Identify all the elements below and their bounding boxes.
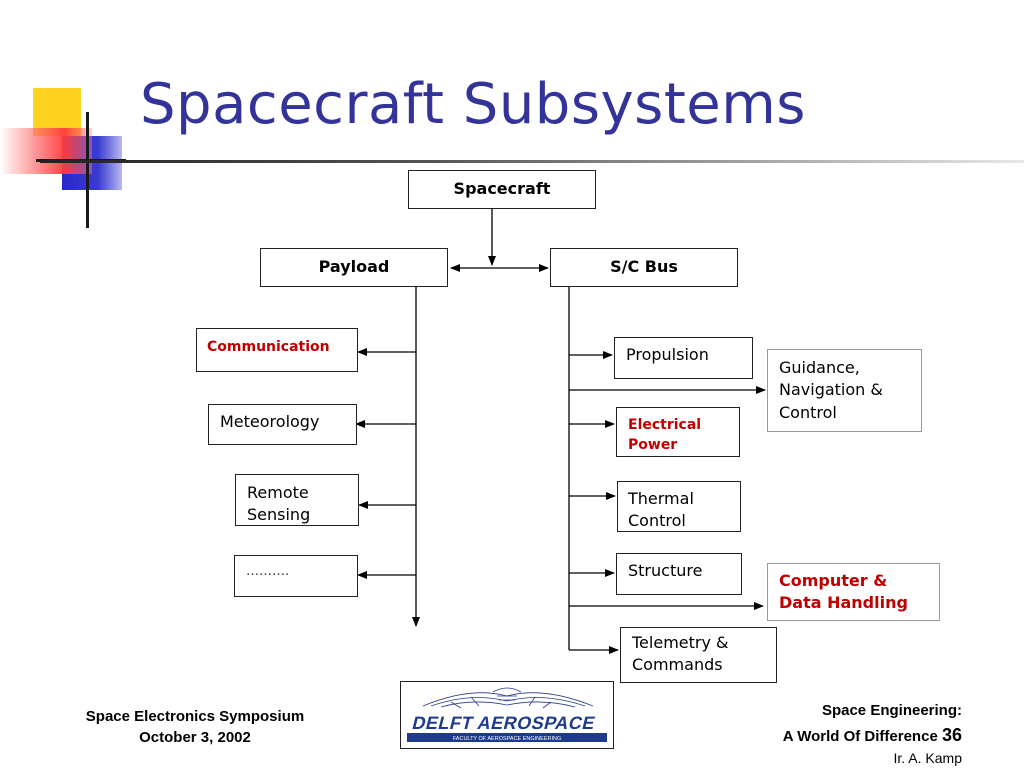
- computer-data-handling-node: Computer & Data Handling: [767, 563, 940, 621]
- title-rule: [40, 160, 1024, 163]
- sc-bus-node: S/C Bus: [550, 248, 738, 287]
- structure-node: Structure: [616, 553, 742, 595]
- footer-right: Space Engineering: A World Of Difference…: [783, 700, 962, 768]
- logo-subtext: FACULTY OF AEROSPACE ENGINEERING: [453, 736, 562, 742]
- structure-label: Structure: [628, 561, 703, 580]
- telemetry-commands-node: Telemetry & Commands: [620, 627, 777, 683]
- gnc-label: Guidance, Navigation & Control: [779, 358, 883, 422]
- remote-sensing-label: Remote Sensing: [247, 483, 311, 525]
- electrical-power-label: Electrical Power: [628, 417, 702, 453]
- meteorology-node: Meteorology: [208, 404, 357, 445]
- propulsion-label: Propulsion: [626, 345, 709, 364]
- tagline2: A World Of Difference: [782, 727, 938, 745]
- page-number: 36: [941, 724, 962, 745]
- payload-node: Payload: [260, 248, 448, 287]
- decorative-squares: [0, 80, 140, 230]
- vertical-line: [86, 112, 89, 228]
- tagline1: Space Engineering:: [821, 702, 962, 719]
- electrical-power-node: Electrical Power: [616, 407, 740, 457]
- footer-left: Space Electronics Symposium October 3, 2…: [60, 706, 330, 748]
- logo-text: DELFT AEROSPACE: [410, 712, 598, 733]
- tagline-line2: A World Of Difference 36: [783, 722, 962, 748]
- more-payload-node: ……….: [234, 555, 358, 597]
- gnc-node: Guidance, Navigation & Control: [767, 349, 922, 432]
- meteorology-label: Meteorology: [220, 412, 320, 431]
- propulsion-node: Propulsion: [614, 337, 753, 379]
- telemetry-commands-label: Telemetry & Commands: [632, 633, 729, 675]
- thermal-control-node: Thermal Control: [617, 481, 741, 532]
- author: Ir. A. Kamp: [893, 749, 962, 766]
- logo-graphic: DELFT AEROSPACE FACULTY OF AEROSPACE ENG…: [407, 687, 607, 742]
- event-name: Space Electronics Symposium: [85, 708, 305, 725]
- delft-aerospace-logo: DELFT AEROSPACE FACULTY OF AEROSPACE ENG…: [400, 681, 614, 749]
- more-payload-label: ……….: [246, 564, 290, 579]
- event-date: October 3, 2002: [139, 729, 251, 746]
- spacecraft-node: Spacecraft: [408, 170, 596, 209]
- computer-data-handling-label: Computer & Data Handling: [779, 571, 908, 613]
- communication-label: Communication: [207, 339, 330, 355]
- communication-node: Communication: [196, 328, 358, 372]
- page-title: Spacecraft Subsystems: [140, 72, 806, 137]
- remote-sensing-node: Remote Sensing: [235, 474, 359, 526]
- tagline-line1: Space Engineering:: [783, 700, 962, 722]
- red-glow-bar: [0, 128, 92, 174]
- thermal-control-label: Thermal Control: [628, 489, 694, 531]
